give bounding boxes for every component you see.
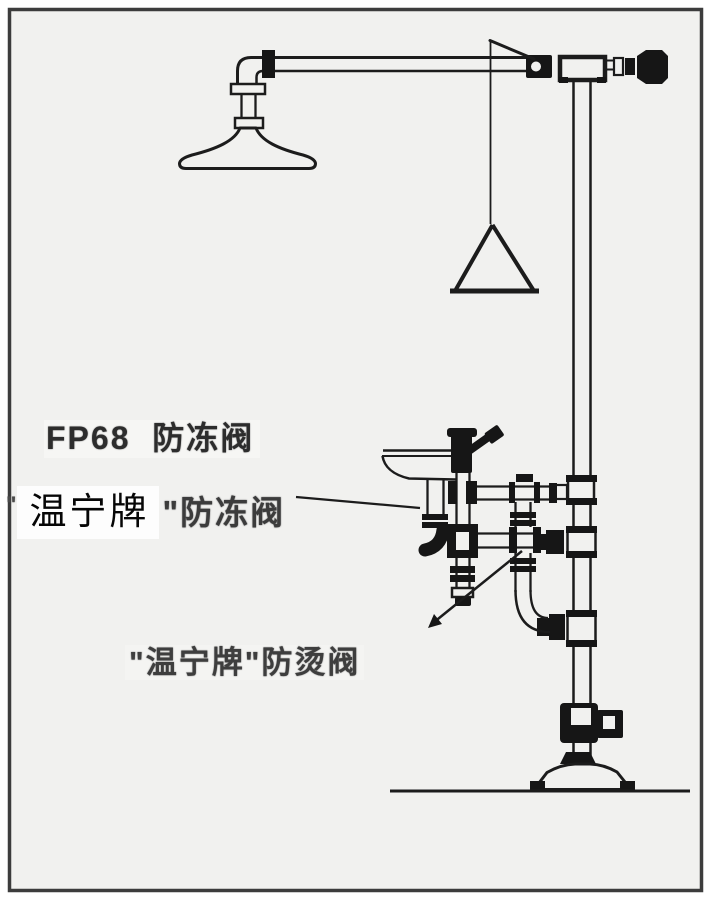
label-brand-antifreeze-valve: " 温宁牌 "防冻阀 <box>6 486 285 539</box>
leader-arrowhead <box>428 614 442 628</box>
antiscald-valve-body <box>509 527 541 553</box>
shower-head <box>178 82 317 170</box>
drain-elbow <box>418 523 450 557</box>
valve-branch-pipe <box>478 532 538 549</box>
drain-valve <box>560 703 623 743</box>
shower-arm-pipe <box>236 50 526 94</box>
eyewash-bowl <box>381 449 457 481</box>
column-end-cap <box>455 597 471 606</box>
standpipe-tee-upper <box>552 475 597 505</box>
valve-lever <box>488 39 536 61</box>
standpipe-tee-lower <box>537 610 597 647</box>
eyewash-supply-column <box>447 473 478 606</box>
supply-inlet <box>557 50 668 84</box>
return-elbow <box>514 589 551 634</box>
base-flange <box>530 752 635 791</box>
antifreeze-valve-body <box>447 524 478 558</box>
antifreeze-valve-text: "防冻阀 <box>162 494 286 531</box>
antifreeze-leader-line <box>295 495 421 510</box>
inlet-connector <box>637 50 668 84</box>
open-quote-mark: " <box>6 492 17 517</box>
shower-valve <box>488 39 552 78</box>
pull-handle <box>450 223 539 294</box>
bowl-drain <box>418 479 450 557</box>
sprayer-nozzle <box>462 432 494 457</box>
eyewash-sprayer <box>447 425 504 473</box>
upper-branch-pipe <box>470 474 557 503</box>
brand-name-box: 温宁牌 <box>17 486 160 539</box>
antiscald-leader-line <box>428 550 523 628</box>
label-model-antifreeze-valve: FP68 防冻阀 <box>44 420 261 458</box>
label-brand-antiscald-valve: "温宁牌"防烫阀 <box>125 645 365 680</box>
scald-valve-column <box>509 502 551 634</box>
